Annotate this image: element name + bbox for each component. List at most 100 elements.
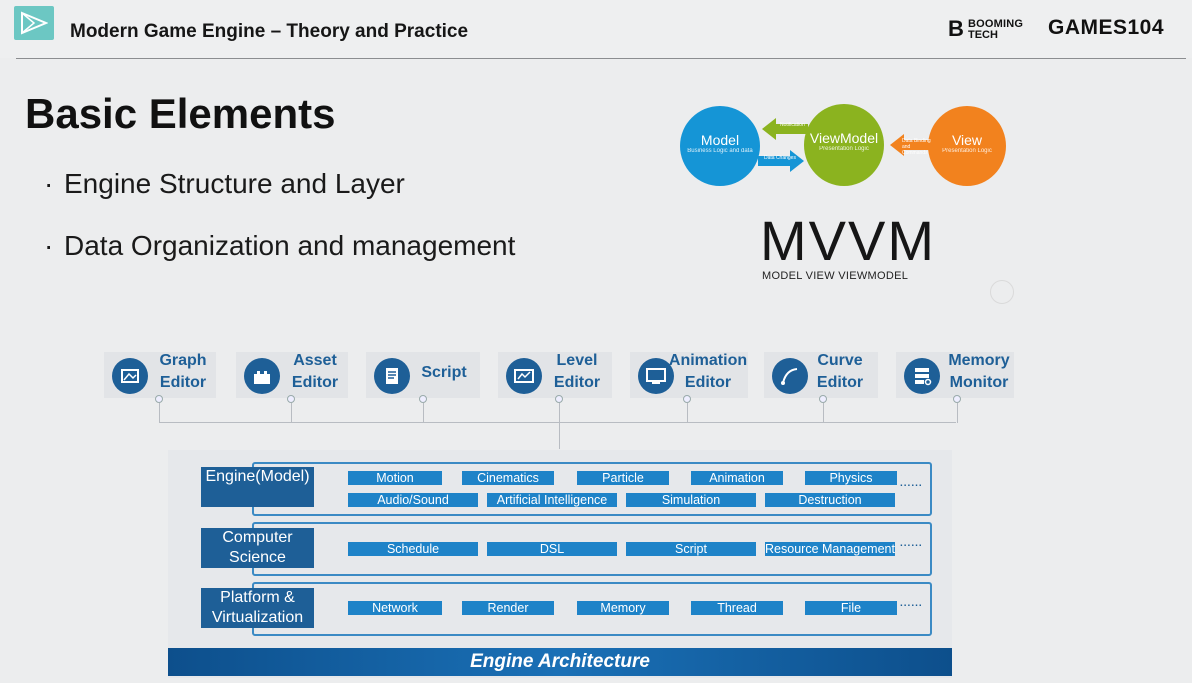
module-chip: Animation <box>691 471 783 485</box>
tool-label: Level <box>556 352 598 369</box>
connector-node <box>819 395 827 403</box>
module-chip: Simulation <box>626 493 756 507</box>
bullet-text: Data Organization and management <box>64 230 516 261</box>
tool-script[interactable]: Script <box>366 352 480 398</box>
architecture-footer-title: Engine Architecture <box>168 648 952 676</box>
module-chip: Particle <box>577 471 669 485</box>
graph-editor-icon <box>112 358 148 394</box>
arrow-notify-label: Notification <box>780 122 805 128</box>
view-circle: View Presentation Logic <box>928 106 1006 186</box>
model-circle: Model Business Logic and data <box>680 106 760 186</box>
viewmodel-sub: Presentation Logic <box>819 146 869 152</box>
connector-line <box>159 403 160 423</box>
tool-memory-monitor[interactable]: Memory Monitor <box>896 352 1014 398</box>
connector-node <box>555 395 563 403</box>
tool-animation-editor[interactable]: Animation Editor <box>630 352 748 398</box>
view-sub: Presentation Logic <box>942 148 992 154</box>
viewmodel-title: ViewModel <box>809 130 879 146</box>
play-logo-icon <box>14 6 54 40</box>
module-chip: Memory <box>577 601 669 615</box>
arrow-binding-label: Data Binding and Commands <box>902 138 931 156</box>
layer-cs-label: Computer Science <box>201 528 314 568</box>
asset-editor-icon <box>244 358 280 394</box>
module-chip: Physics <box>805 471 897 485</box>
connector-line <box>559 403 560 449</box>
module-chip: Render <box>462 601 554 615</box>
boomingtech-mark-icon: B <box>948 16 964 41</box>
bullet-item: · Engine Structure and Layer <box>44 168 405 200</box>
arrow-update-label: Data Changes <box>764 155 796 161</box>
connector-line <box>687 403 688 423</box>
tool-label: Monitor <box>949 374 1009 391</box>
layer-engine-label: Engine(Model) <box>201 467 314 507</box>
model-sub: Business Logic and data <box>687 148 753 154</box>
tool-label: Animation <box>668 352 748 369</box>
brand-top: BOOMING <box>968 18 1024 30</box>
connector-node <box>419 395 427 403</box>
bullet-dot: · <box>44 168 54 199</box>
module-chip: Destruction <box>765 493 895 507</box>
viewmodel-circle: ViewModel Presentation Logic <box>804 104 884 186</box>
view-title: View <box>951 132 983 148</box>
script-icon <box>374 358 410 394</box>
module-chip: File <box>805 601 897 615</box>
animation-editor-icon <box>638 358 674 394</box>
module-chip: Network <box>348 601 442 615</box>
tool-curve-editor[interactable]: Curve Editor <box>764 352 878 398</box>
mvvm-subtitle: MODEL VIEW VIEWMODEL <box>762 270 909 282</box>
more-modules-ellipsis: ...... <box>900 538 923 549</box>
tool-asset-editor[interactable]: Asset Editor <box>236 352 348 398</box>
connector-line <box>291 403 292 423</box>
tool-label: Asset <box>293 352 337 369</box>
watermark-icon <box>990 280 1014 304</box>
tool-label: Graph <box>159 352 207 369</box>
tool-label: Editor <box>159 374 207 391</box>
slide-heading: Basic Elements <box>25 90 336 137</box>
module-chip: DSL <box>487 542 617 556</box>
module-chip: Motion <box>348 471 442 485</box>
memory-monitor-icon <box>904 358 940 394</box>
module-chip: Audio/Sound <box>348 493 478 507</box>
module-chip: Resource Management <box>765 542 895 556</box>
tool-level-editor[interactable]: Level Editor <box>498 352 612 398</box>
tool-label: Script <box>421 364 467 381</box>
module-chip: Schedule <box>348 542 478 556</box>
connector-node <box>953 395 961 403</box>
connector-node <box>287 395 295 403</box>
tool-label: Editor <box>553 374 601 391</box>
more-modules-ellipsis: ...... <box>900 478 923 489</box>
bullet-text: Engine Structure and Layer <box>64 168 405 199</box>
tool-label: Memory <box>948 352 1010 369</box>
connector-node <box>155 395 163 403</box>
games104-logo: GAMES104 <box>1048 16 1165 39</box>
arrow-left-icon <box>762 118 808 140</box>
mvvm-diagram: Model Business Logic and data ViewModel … <box>676 102 1016 292</box>
mvvm-title: MVVM <box>760 209 936 272</box>
layer-platform-label: Platform & Virtualization <box>201 588 314 628</box>
arrow-right-icon <box>758 150 804 172</box>
tool-graph-editor[interactable]: Graph Editor <box>104 352 216 398</box>
tool-label: Editor <box>816 374 864 391</box>
connector-node <box>683 395 691 403</box>
connector-line <box>957 403 958 423</box>
arrow-left-icon <box>890 134 932 156</box>
boomingtech-logo: B BOOMING TECH <box>948 16 1038 46</box>
bullet-dot: · <box>44 230 54 261</box>
connector-line <box>423 403 424 423</box>
level-editor-icon <box>506 358 542 394</box>
more-modules-ellipsis: ...... <box>900 598 923 609</box>
module-chip: Thread <box>691 601 783 615</box>
bullet-item: · Data Organization and management <box>44 230 515 262</box>
tool-label: Editor <box>684 374 732 391</box>
slide-header: Modern Game Engine – Theory and Practice… <box>0 0 1192 58</box>
module-chip: Cinematics <box>462 471 554 485</box>
module-chip: Artificial Intelligence <box>487 493 617 507</box>
tool-label: Curve <box>817 352 863 369</box>
tool-label: Editor <box>291 374 339 391</box>
model-title: Model <box>700 132 740 148</box>
curve-editor-icon <box>772 358 808 394</box>
brand-bottom: TECH <box>968 29 998 41</box>
module-chip: Script <box>626 542 756 556</box>
connector-bus <box>159 422 956 423</box>
header-divider <box>16 58 1186 59</box>
